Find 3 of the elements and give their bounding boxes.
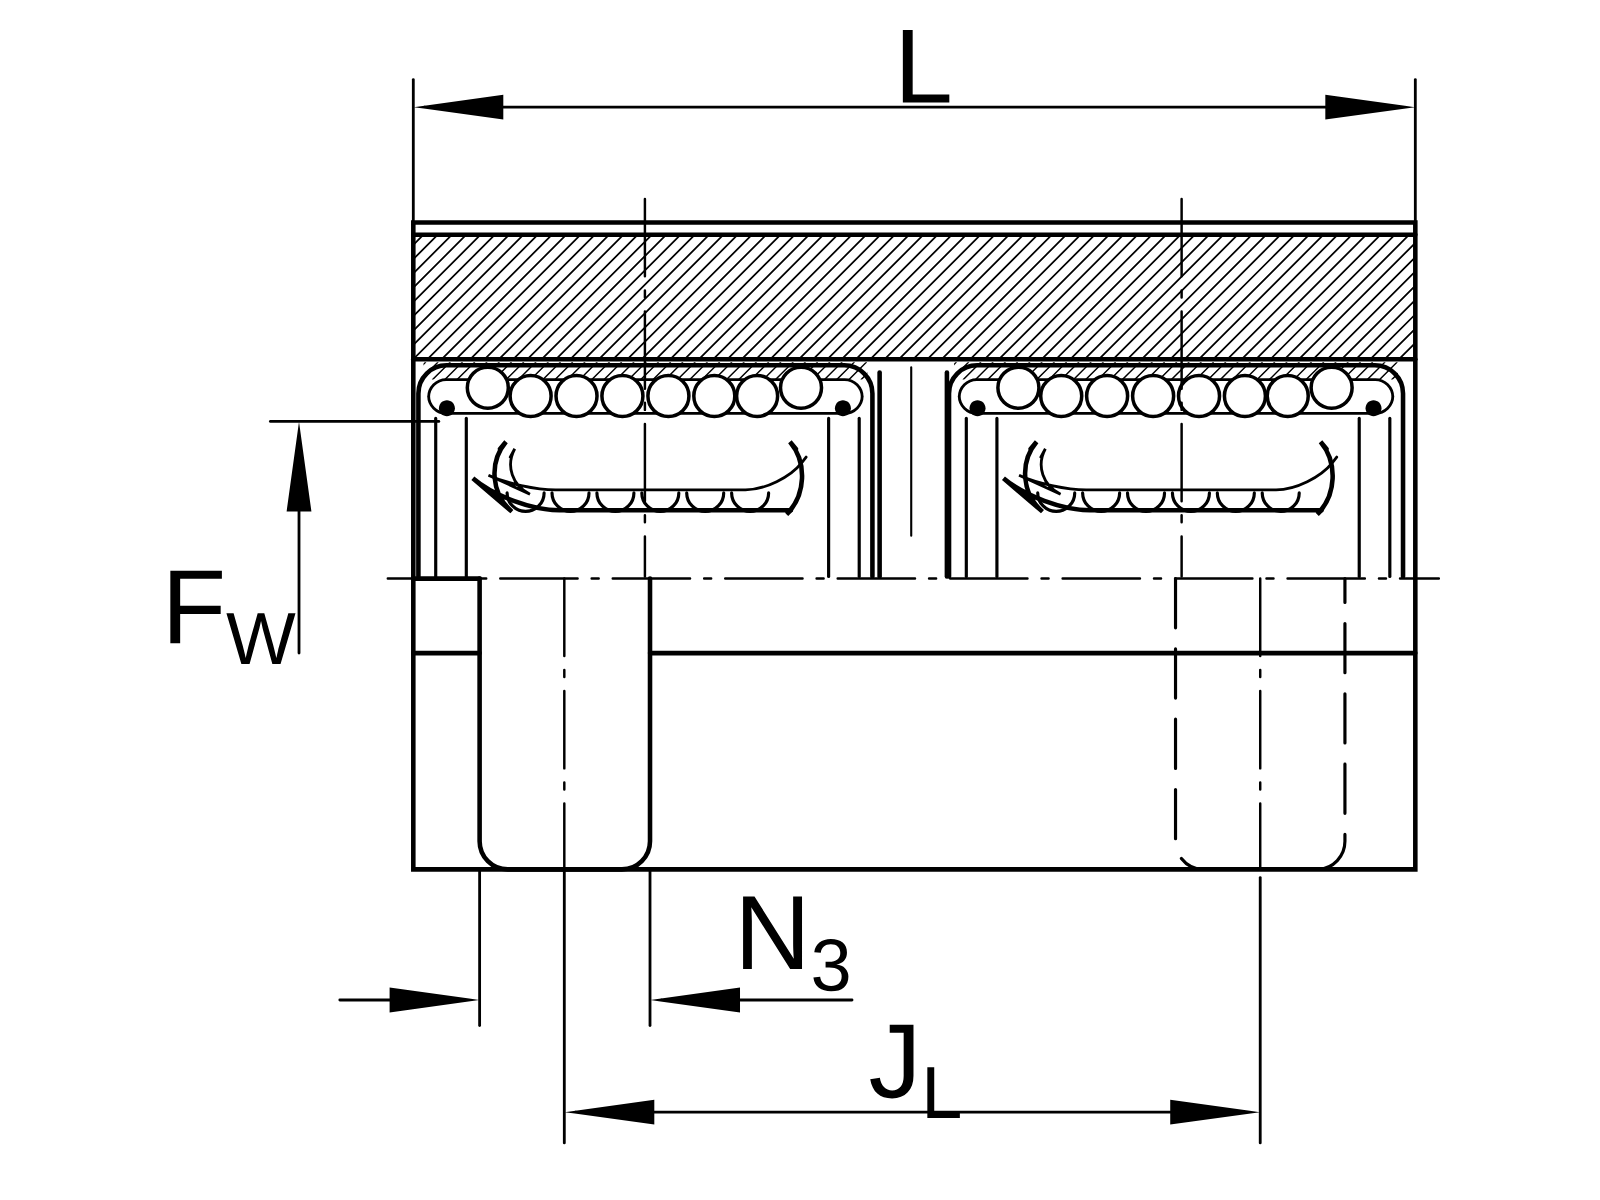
dimension-label: F$_{W}$: [170, 570, 296, 664]
dimension-label: N$_{3}$: [743, 896, 849, 992]
dimension-label: L: [902, 30, 950, 103]
